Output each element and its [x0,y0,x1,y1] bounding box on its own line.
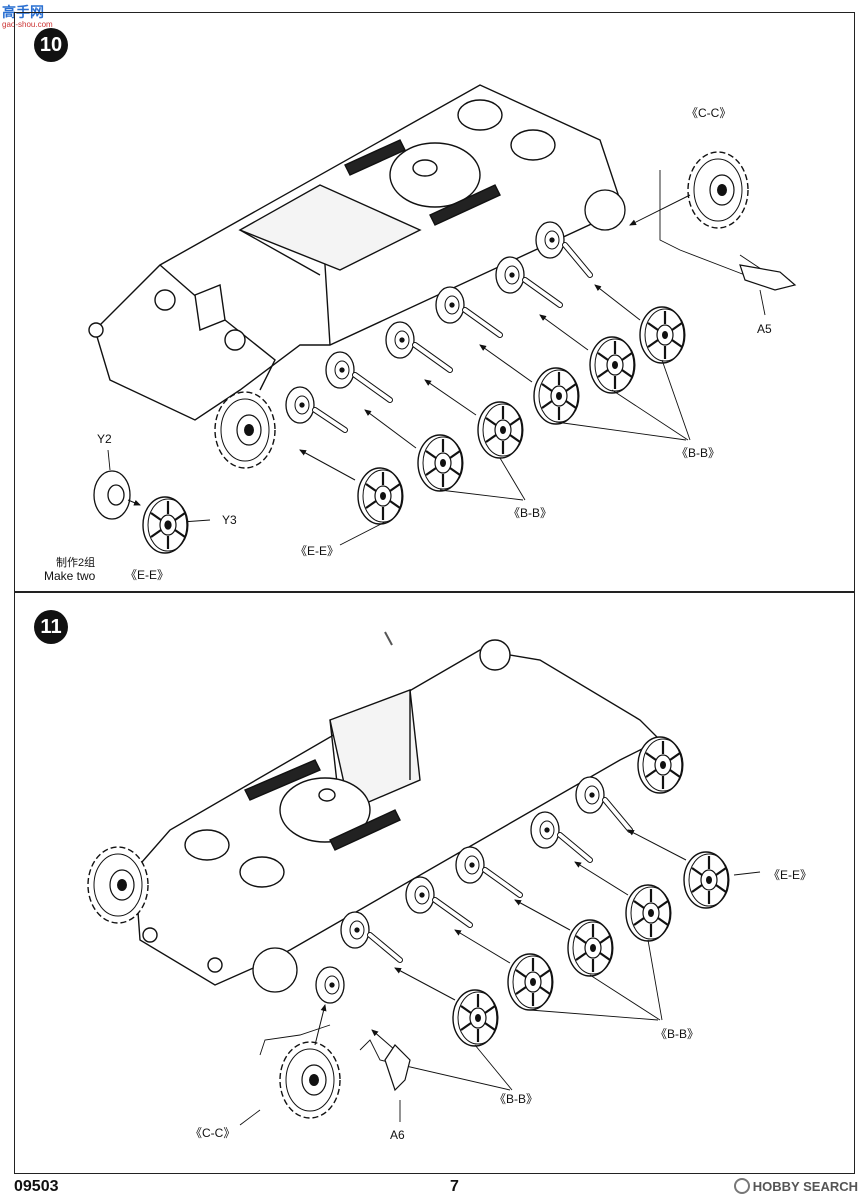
label-10-y3: Y3 [222,513,237,527]
label-10-a5: A5 [757,322,772,336]
step-11-number: 11 [40,615,62,638]
step-11-loose-stroke [384,631,393,646]
part-a6 [384,1044,411,1092]
step-11-arrows [314,829,687,1051]
step-11-panel [14,592,855,1174]
step-11-hull [134,639,662,986]
hobby-search-text: HOBBY SEARCH [752,1179,858,1194]
site-watermark-url: gao-shou.com [2,20,53,29]
step-10-number: 10 [39,33,63,56]
step-11-badge: 11 [34,610,68,644]
label-10-bb-middle: 《B-B》 [508,506,553,520]
step-11-leader-lines [239,871,761,1126]
label-11-bb-bottom: 《B-B》 [494,1092,539,1106]
step-10-hull [88,84,621,421]
step-10-badge: 10 [34,28,68,62]
part-a5 [739,264,797,291]
hobby-search-watermark: HOBBY SEARCH [733,1178,858,1194]
hobby-search-ring-icon [733,1178,750,1194]
label-10-ee-sub: 《E-E》 [125,568,170,582]
label-11-ee: 《E-E》 [768,868,813,882]
part-y2-y3 [93,470,190,555]
label-10-make-two-en: Make two [44,569,96,583]
label-10-bb-right: 《B-B》 [676,446,721,460]
label-10-make-two-cn: 制作2组 [56,557,96,569]
page-number: 7 [450,1178,459,1195]
step-11-suspension-arms [252,776,633,1004]
label-11-bb-right: 《B-B》 [655,1027,700,1041]
step-10-panel [14,12,855,592]
product-code: 09503 [14,1178,59,1195]
label-11-a6: A6 [390,1128,405,1142]
label-10-y2: Y2 [97,432,112,446]
label-10-ee-main: 《E-E》 [295,544,340,558]
label-11-cc: 《C-C》 [190,1126,236,1140]
label-10-cc: 《C-C》 [686,106,732,120]
